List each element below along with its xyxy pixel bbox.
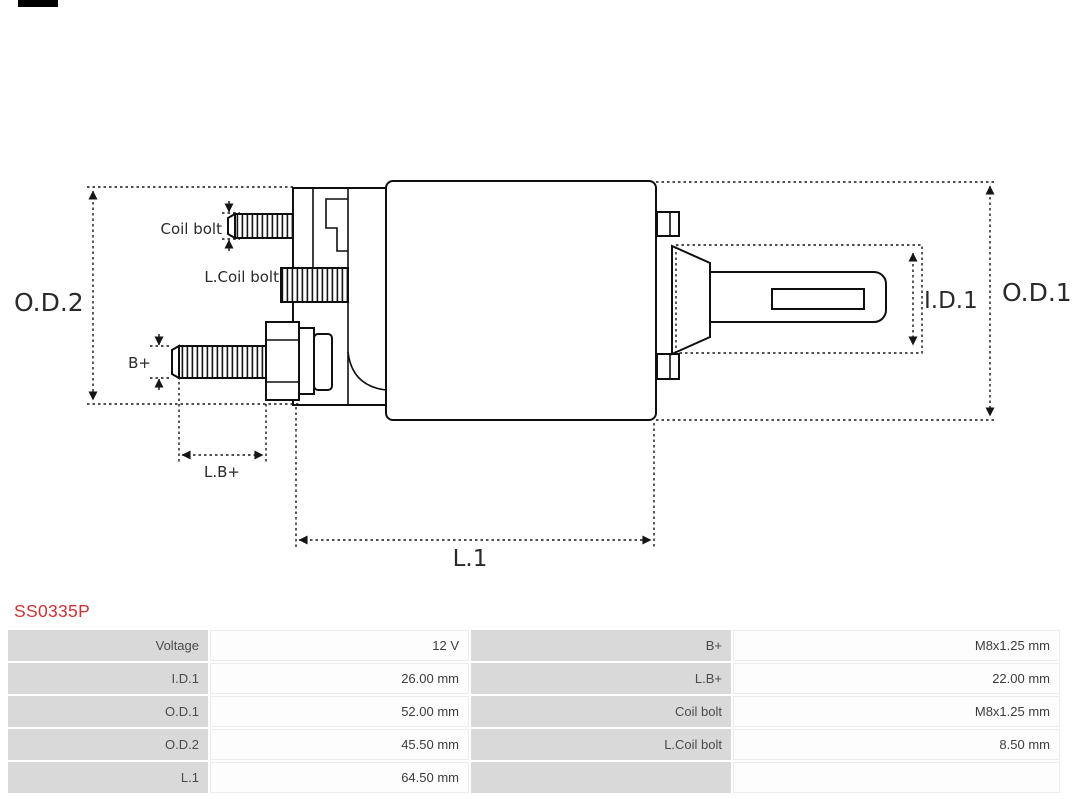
spec-label-empty [471,762,731,793]
spec-value-coil-bolt: M8x1.25 mm [733,696,1060,727]
l-coil-bolt-label: L.Coil bolt [204,268,279,286]
l-b-plus-label: L.B+ [204,463,240,481]
terminal-tab-top [656,211,680,237]
b-plus-nut [265,321,300,401]
spec-label-od1: O.D.1 [8,696,208,727]
spec-label-od2: O.D.2 [8,729,208,760]
solenoid-technical-diagram: O.D.2 O.D.1 I.D.1 Coil bolt L.Coil bolt … [14,0,1072,572]
spec-value-b-plus: M8x1.25 mm [733,630,1060,661]
solenoid-body [385,180,657,421]
spec-table: Voltage 12 V B+ M8x1.25 mm I.D.1 26.00 m… [8,630,1060,793]
terminal-tab-bottom [656,353,680,380]
spec-value-id1: 26.00 mm [210,663,469,694]
spec-label-l-b-plus: L.B+ [471,663,731,694]
top-left-mark [18,0,58,7]
b-plus-washer [298,327,315,395]
l1-label: L.1 [453,546,488,572]
b-plus-spacer [313,333,333,391]
spec-value-l-coil-bolt: 8.50 mm [733,729,1060,760]
dimension-lines [87,181,997,548]
od1-label: O.D.1 [1002,278,1072,307]
plunger-collar [671,244,711,356]
spec-label-coil-bolt: Coil bolt [471,696,731,727]
coil-bolt-tip [227,212,236,240]
od2-label: O.D.2 [14,288,84,317]
spec-label-b-plus: B+ [471,630,731,661]
b-plus-tip [171,344,180,380]
spec-value-od2: 45.50 mm [210,729,469,760]
spec-label-l-coil-bolt: L.Coil bolt [471,729,731,760]
solenoid-outline [171,180,887,421]
id1-label: I.D.1 [924,288,978,314]
spec-value-l1: 64.50 mm [210,762,469,793]
product-code[interactable]: SS0335P [14,601,91,621]
spec-label-l1: L.1 [8,762,208,793]
spec-value-l-b-plus: 22.00 mm [733,663,1060,694]
spec-label-id1: I.D.1 [8,663,208,694]
spec-value-od1: 52.00 mm [210,696,469,727]
coil-bolt-bushing [280,267,349,303]
plunger-slot [771,288,865,310]
coil-bolt-label: Coil bolt [160,220,222,238]
spec-label-voltage: Voltage [8,630,208,661]
b-plus-thread [178,345,267,379]
spec-value-voltage: 12 V [210,630,469,661]
coil-bolt-thread [234,213,294,239]
b-plus-label: B+ [128,354,151,372]
spec-value-empty [733,762,1060,793]
